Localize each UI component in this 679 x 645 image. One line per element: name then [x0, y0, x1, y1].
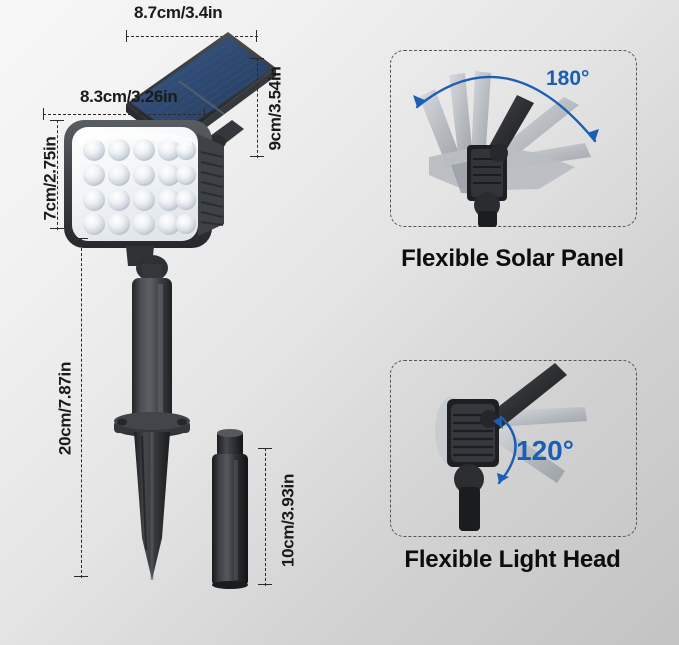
dimension-label-tube-height: 10cm/3.93in [278, 473, 298, 568]
product-illustration: 8.7cm/3.4in [40, 3, 298, 589]
led-light-head [64, 120, 224, 266]
dimension-line-panel-width [126, 30, 258, 42]
light-head-rotation-icon [435, 363, 587, 531]
dimension-label-head-height: 7cm/2.75in [40, 136, 60, 221]
dimension-label-stake-height: 20cm/7.87in [55, 361, 75, 456]
dimension-line-tube-height [258, 448, 272, 586]
angle-label-120: 120° [516, 435, 574, 466]
angle-label-180: 180° [546, 67, 590, 90]
dimension-line-head-width [43, 108, 206, 120]
stake-pole [114, 255, 190, 580]
feature-card-light-head: 120° [390, 360, 637, 537]
dimension-line-stake-height [74, 238, 88, 578]
solar-panel-rotation-icon [413, 71, 599, 227]
feature-card-solar-panel: 180° [390, 50, 637, 227]
dimension-label-panel-width: 8.7cm/3.4in [134, 3, 223, 22]
feature-caption-solar-panel: Flexible Solar Panel [401, 245, 624, 272]
dimension-line-panel-depth [250, 58, 264, 158]
dimension-label-head-width: 8.3cm/3.26in [80, 87, 178, 106]
led-grid [83, 139, 196, 235]
dimension-line-head-height [50, 120, 64, 230]
feature-caption-light-head: Flexible Light Head [404, 546, 621, 573]
dimension-label-panel-depth: 9cm/3.54in [265, 66, 285, 151]
extension-tube [212, 429, 248, 589]
